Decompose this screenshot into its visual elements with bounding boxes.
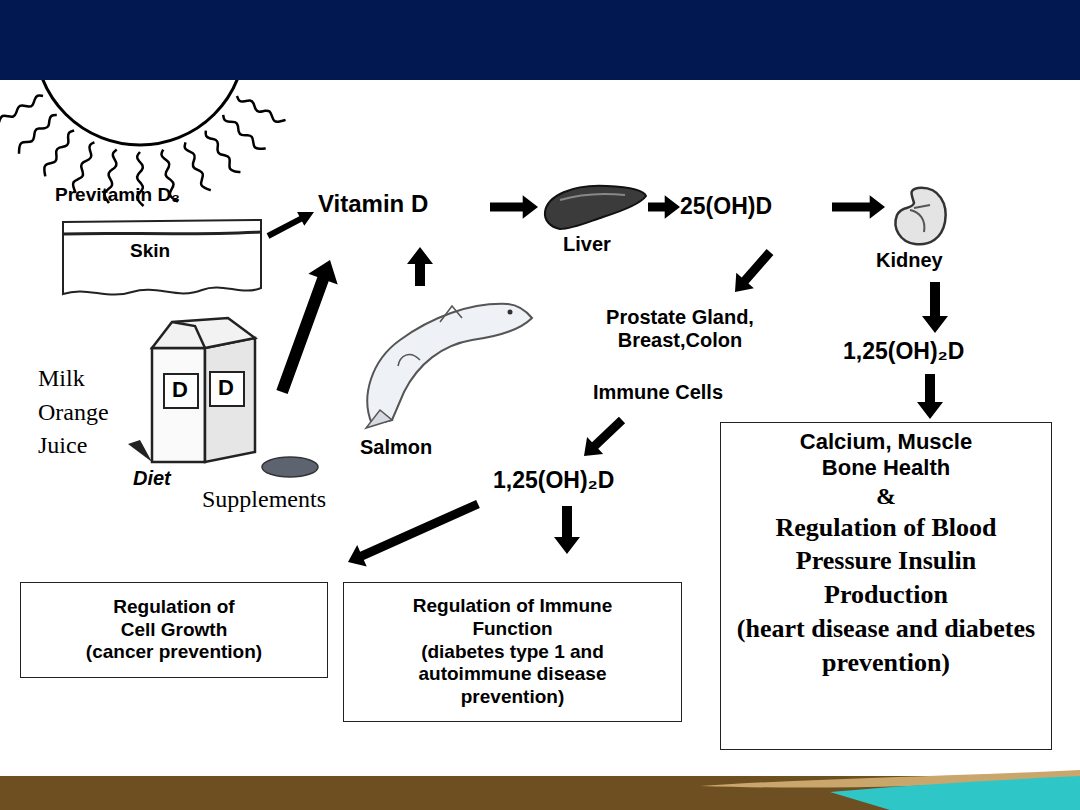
sun-ray — [19, 115, 57, 154]
effect-note: (heart disease and diabetes prevention) — [736, 612, 1036, 680]
skin-layer: Previtamin D₃Skin — [62, 218, 262, 300]
organ-label: Liver — [563, 233, 611, 256]
sun-ray — [223, 115, 266, 149]
carton-front — [152, 348, 205, 462]
effect-heading: Regulation of Blood Pressure Insulin Pro… — [741, 511, 1031, 612]
flow-arrow — [407, 247, 433, 286]
flow-arrow — [276, 260, 337, 394]
flow-arrow — [917, 374, 943, 419]
effect-heading: Regulation of Immune Function — [413, 595, 613, 641]
effect-box: Regulation of Cell Growth(cancer prevent… — [20, 582, 328, 678]
salmon-fins — [398, 306, 462, 366]
effect-box: Calcium, Muscle Bone Health&Regulation o… — [720, 422, 1052, 750]
conjunction: & — [876, 482, 896, 511]
kidney-illustration — [896, 188, 946, 244]
sun-ray — [185, 142, 211, 190]
flow-arrow — [735, 249, 773, 292]
metabolite-label: 1,25(OH)₂D — [493, 467, 614, 493]
source-label: Supplements — [202, 486, 326, 514]
supplement-pill — [262, 457, 318, 477]
flow-arrow — [348, 500, 480, 567]
liver-highlight — [560, 194, 625, 200]
layer-heading: Previtamin D₃ — [55, 184, 180, 207]
organ-label: Kidney — [876, 249, 943, 272]
salmon-tail — [366, 410, 392, 428]
effect-heading: Regulation of Cell Growth — [94, 596, 254, 642]
sun-rays — [0, 95, 286, 206]
metabolite-label: 25(OH)D — [680, 193, 772, 219]
salmon-eye — [508, 310, 513, 315]
effect-note: (diabetes type 1 and autoimmune disease … — [395, 641, 630, 709]
sun-ray — [237, 96, 286, 122]
salmon-illustration — [367, 304, 532, 424]
food-label: Salmon — [360, 436, 432, 459]
flow-arrow — [832, 195, 885, 218]
skin-shape — [63, 220, 261, 295]
carton-square — [210, 372, 244, 406]
flow-arrow — [490, 195, 538, 218]
layer-name: Skin — [130, 240, 262, 263]
source-label: Diet — [133, 467, 171, 490]
tissue-label: Prostate Gland, Breast,Colon — [570, 306, 790, 352]
food-label: Milk Orange Juice — [38, 362, 130, 463]
tissue-label: Immune Cells — [593, 381, 723, 404]
footer-accent — [830, 776, 1080, 810]
effect-heading: Calcium, Muscle Bone Health — [776, 429, 996, 482]
skin-surface-line — [63, 232, 261, 234]
sun-ray — [0, 95, 43, 126]
title-band — [0, 0, 1080, 80]
substance-label: Vitamin D — [318, 190, 428, 218]
carton-shadow — [128, 440, 152, 462]
effect-note: (cancer prevention) — [86, 641, 262, 664]
carton-side — [205, 338, 255, 462]
flow-arrow — [267, 212, 314, 239]
flow-arrow — [648, 195, 680, 218]
metabolite-label: 1,25(OH)₂D — [843, 338, 964, 364]
flow-arrow — [584, 417, 625, 456]
flow-arrow — [922, 282, 948, 333]
carton-top — [152, 318, 255, 348]
carton-letter: D — [218, 375, 234, 400]
kidney-ureter — [910, 205, 930, 232]
flow-arrow — [554, 506, 580, 554]
sun-ray — [206, 131, 241, 173]
liver-illustration — [545, 186, 646, 229]
effect-box: Regulation of Immune Function(diabetes t… — [343, 582, 682, 722]
carton-square — [164, 374, 198, 408]
carton-letter: D — [172, 377, 188, 402]
sun-ray — [44, 131, 74, 177]
